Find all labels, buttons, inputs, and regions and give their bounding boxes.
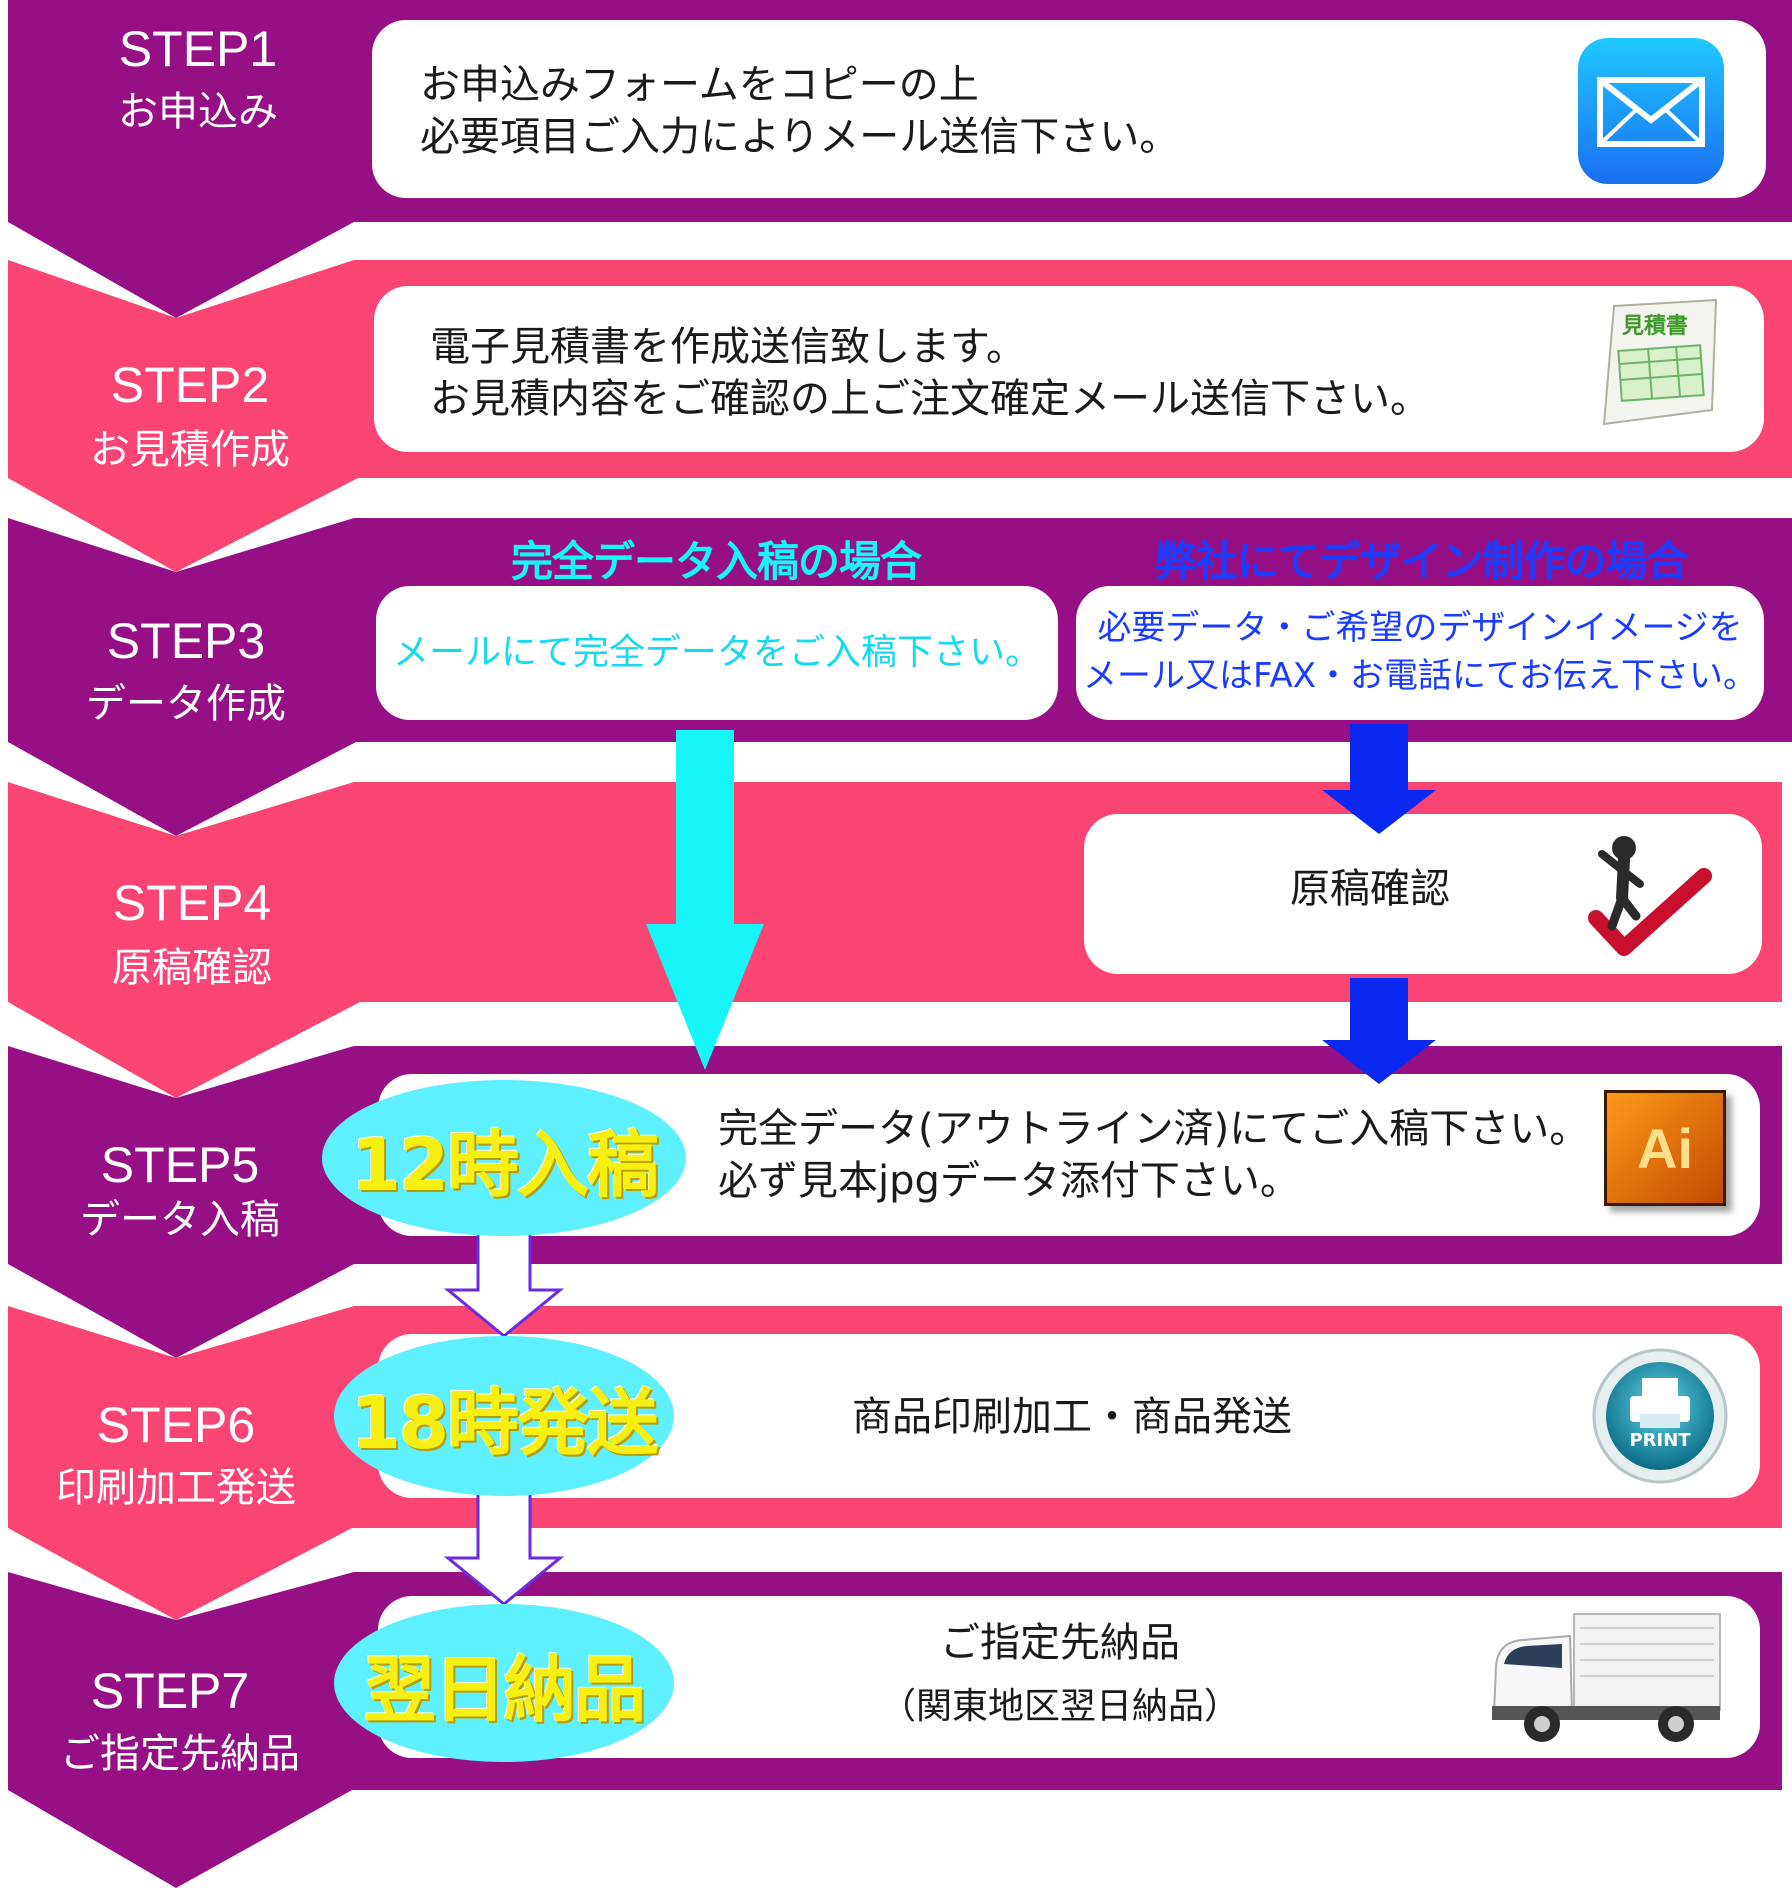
step3-left-card — [376, 586, 1058, 720]
step4-subtitle: 原稿確認 — [112, 945, 272, 991]
checkmark-figure-icon — [1588, 836, 1712, 956]
step7-subtitle: ご指定先納品 — [60, 1731, 300, 1777]
step1-subtitle: お申込み — [118, 89, 278, 135]
step2-line1: 電子見積書を作成送信致します。 — [430, 324, 1026, 370]
step3-title: STEP3 — [106, 613, 266, 669]
submission-deadline-text: 12時入稿 — [350, 1122, 659, 1207]
estimate-icon-label: 見積書 — [1622, 314, 1689, 339]
step7-line2: （関東地区翌日納品） — [879, 1686, 1240, 1727]
step3-right-line1: 必要データ・ご希望のデザインイメージを — [1097, 608, 1743, 648]
step4-card — [1084, 814, 1762, 974]
step3-left-text: メールにて完全データをご入稿下さい。 — [392, 632, 1041, 673]
step3-subtitle: データ作成 — [86, 681, 286, 727]
step7-line1: ご指定先納品 — [940, 1620, 1180, 1666]
step4-title: STEP4 — [112, 875, 272, 931]
delivery-day-text: 翌日納品 — [363, 1647, 646, 1732]
step5-line1: 完全データ(アウトライン済)にてご入稿下さい。 — [718, 1106, 1590, 1152]
step2-line2: お見積内容をご確認の上ご注文確定メール送信下さい。 — [430, 376, 1430, 422]
step5-line2: 必ず見本jpgデータ添付下さい。 — [718, 1158, 1300, 1204]
step1-line1: お申込みフォームをコピーの上 — [420, 62, 979, 108]
step3-right-title: 弊社にてデザイン制作の場合 — [1154, 537, 1688, 586]
step2-title: STEP2 — [110, 357, 270, 413]
step5-subtitle: データ入稿 — [80, 1197, 280, 1243]
illustrator-icon: Ai — [1604, 1090, 1726, 1206]
step7-title: STEP7 — [90, 1663, 250, 1719]
step5-title: STEP5 — [100, 1137, 260, 1193]
delivery-truck-icon — [1492, 1613, 1721, 1742]
mail-icon — [1578, 38, 1724, 184]
step2-subtitle: お見積作成 — [90, 427, 290, 473]
illustrator-icon-label: Ai — [1637, 1116, 1693, 1180]
step3-left-title: 完全データ入稿の場合 — [510, 537, 922, 586]
step6-text: 商品印刷加工・商品発送 — [852, 1394, 1292, 1440]
shipping-time-badge: 18時発送 — [334, 1336, 674, 1496]
submission-deadline-badge: 12時入稿 — [322, 1080, 686, 1236]
step1-card — [372, 20, 1766, 198]
print-icon-label: PRINT — [1629, 1430, 1691, 1451]
step2-card — [374, 286, 1764, 452]
step6-title: STEP6 — [96, 1397, 256, 1453]
print-icon: PRINT — [1592, 1348, 1728, 1484]
step3-right-line2: メール又はFAX・お電話にてお伝え下さい。 — [1083, 656, 1757, 696]
estimate-document-icon: 見積書 — [1586, 298, 1726, 428]
step1-title: STEP1 — [118, 21, 278, 77]
step1-line2: 必要項目ご入力によりメール送信下さい。 — [420, 114, 1180, 160]
delivery-day-badge: 翌日納品 — [334, 1604, 674, 1762]
shipping-time-text: 18時発送 — [350, 1380, 659, 1465]
step6-subtitle: 印刷加工発送 — [56, 1465, 296, 1511]
step4-text: 原稿確認 — [1290, 866, 1450, 912]
step3-right-card — [1076, 586, 1764, 720]
